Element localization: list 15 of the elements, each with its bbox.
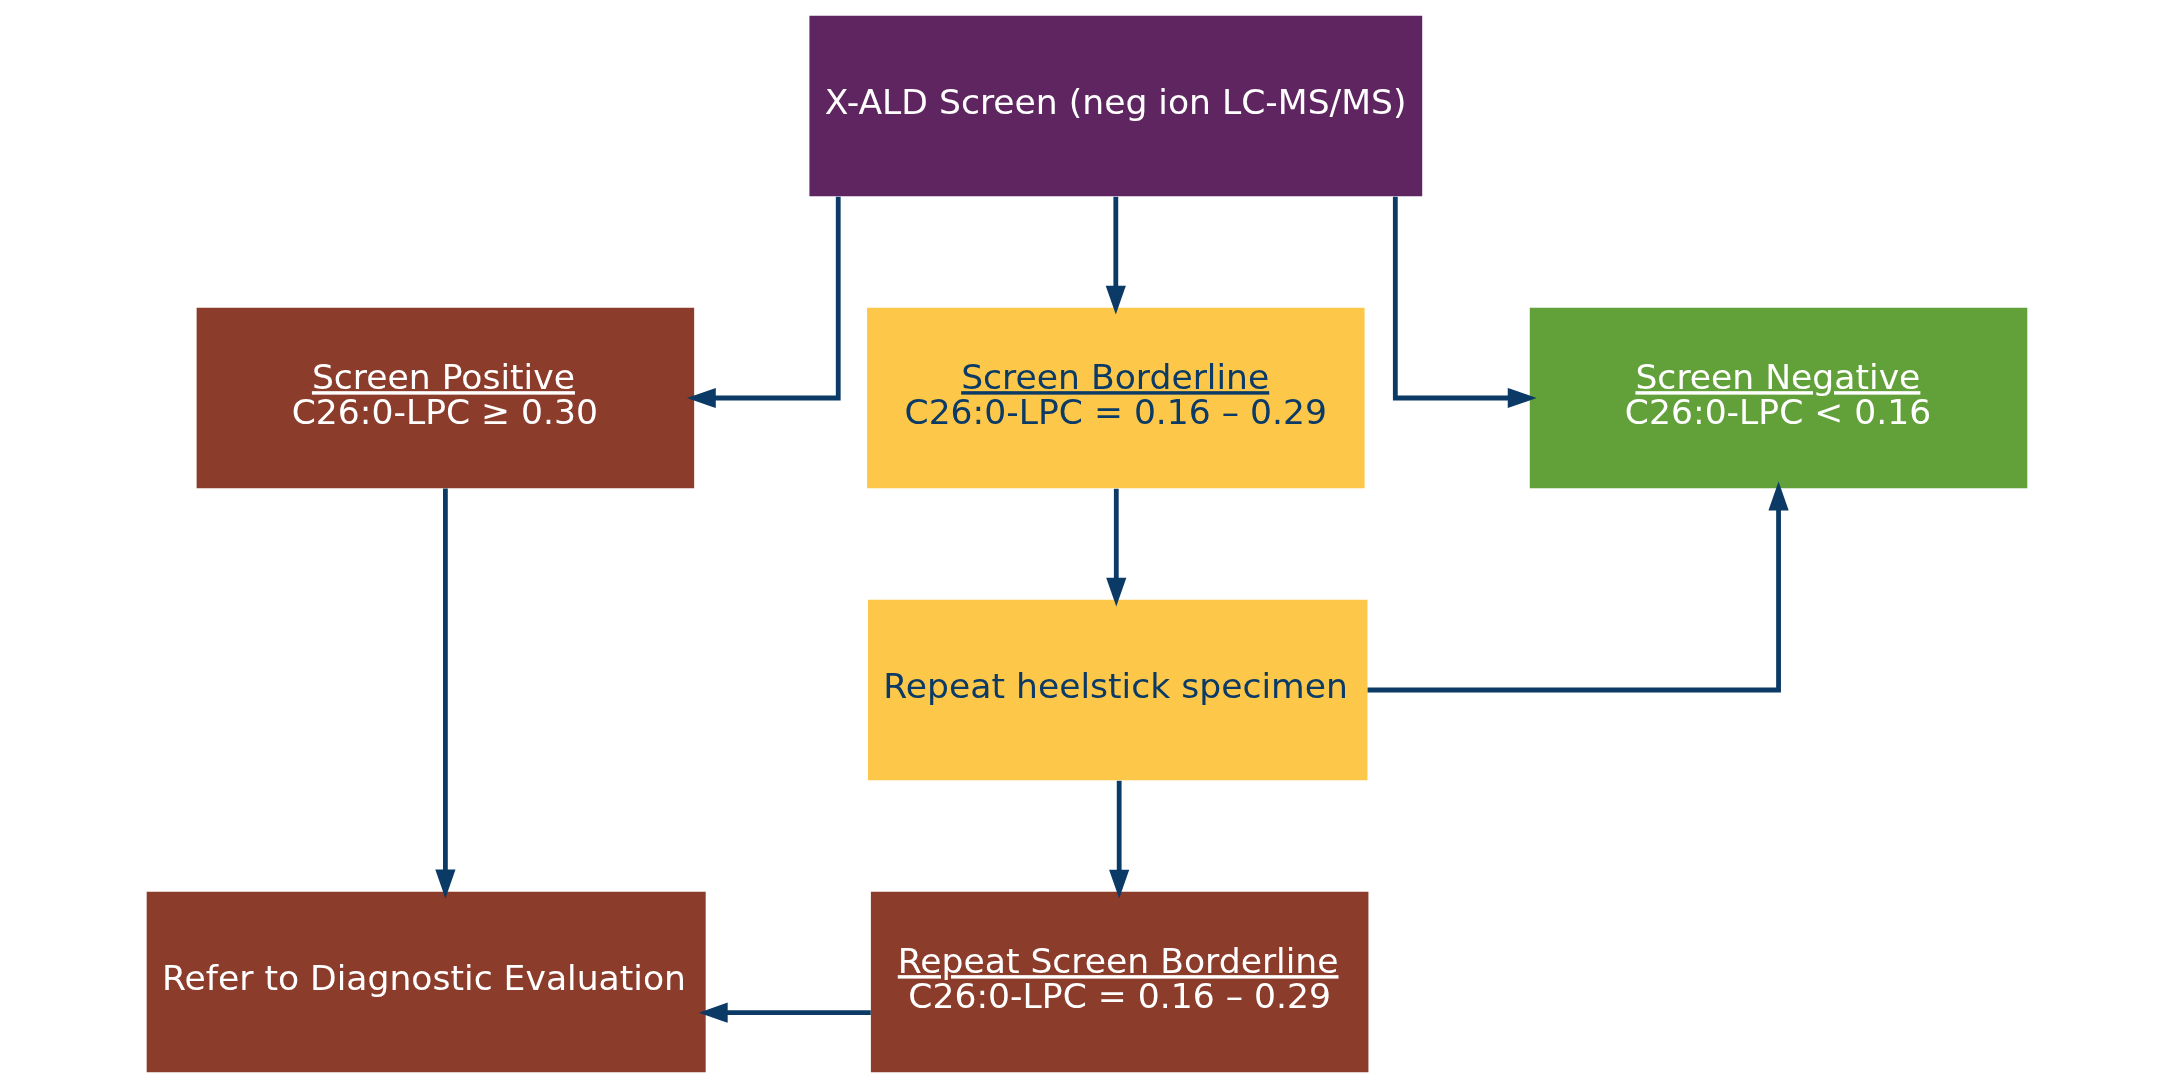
node-box: Screen Borderline C26:0-LPC = 0.16 – 0.29 <box>866 307 1365 489</box>
arrow <box>434 488 455 899</box>
arrow <box>1105 488 1126 607</box>
arrow <box>1367 481 1789 693</box>
arrow <box>698 1002 871 1023</box>
arrow <box>1105 196 1126 315</box>
node-box: Repeat Screen Borderline C26:0-LPC = 0.16 – 0.29 <box>870 891 1368 1073</box>
node-box: Repeat heelstick specimen <box>867 599 1367 781</box>
arrow <box>686 196 841 409</box>
node-box: Screen Positive C26:0-LPC ≥ 0.30 <box>196 307 694 489</box>
node-box: X-ALD Screen (neg ion LC-MS/MS) <box>808 15 1422 197</box>
node-box: Refer to Diagnostic Evaluation <box>146 891 706 1073</box>
arrow <box>1392 196 1537 409</box>
node-box: Screen Negative C26:0-LPC < 0.16 <box>1529 307 2027 489</box>
arrow <box>1108 780 1129 899</box>
